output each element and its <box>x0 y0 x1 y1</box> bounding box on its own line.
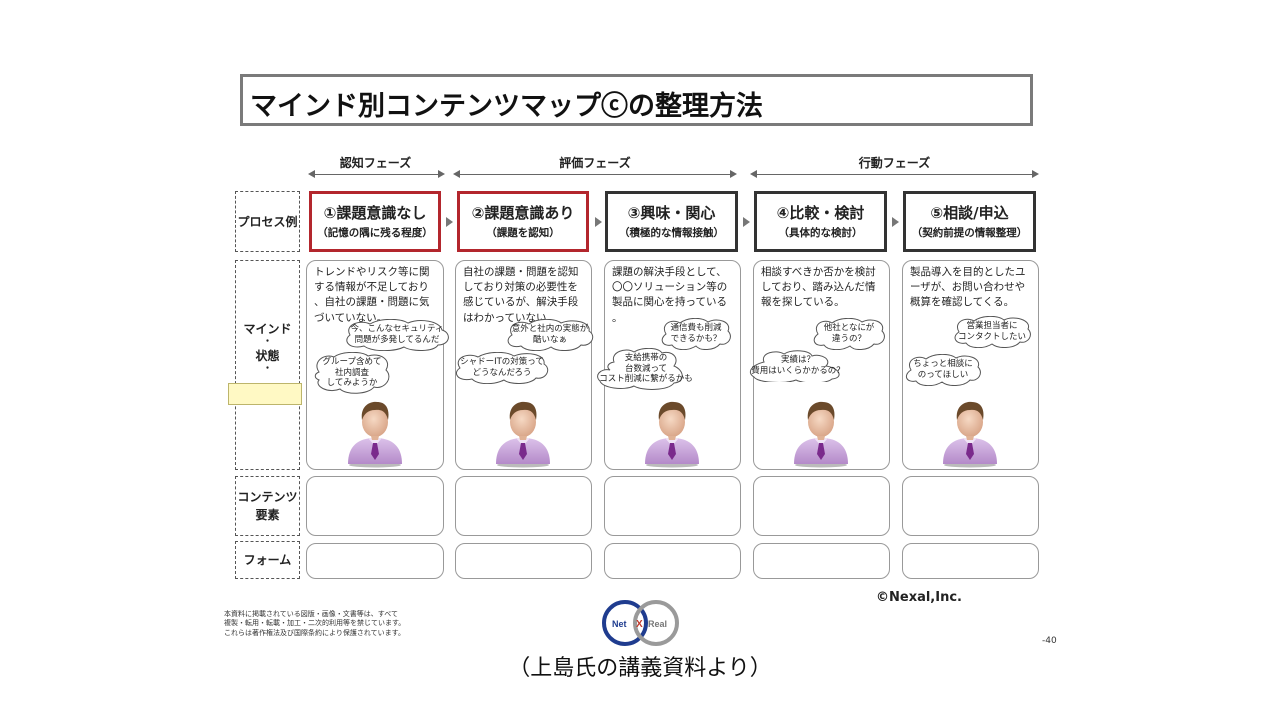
form-cell-1 <box>306 543 444 579</box>
phase-arrow-awareness <box>308 170 445 178</box>
thought-bubble: 営業担当者にコンタクトしたい <box>952 316 1032 348</box>
form-cell-5 <box>902 543 1039 579</box>
process-step-5: ⑤相談/申込 （契約前提の情報整理） <box>903 191 1036 252</box>
thought-bubble: シャドーITの対策ってどうなんだろう <box>452 352 552 384</box>
sticky-note <box>228 383 302 405</box>
row-label-form: フォーム <box>235 541 300 579</box>
process-step-1: ①課題意識なし （記憶の隅に残る程度） <box>309 191 441 252</box>
process-step-2: ②課題意識あり （課題を認知） <box>457 191 589 252</box>
process-step-4: ④比較・検討 （具体的な検討） <box>754 191 887 252</box>
process-step-sub: （課題を認知） <box>486 227 560 239</box>
person-icon <box>935 396 1005 468</box>
thought-bubble: 支給携帯の台数減ってコスト削減に繋がるかも <box>596 348 696 390</box>
svg-text:Real: Real <box>648 619 667 629</box>
content-cell-5 <box>902 476 1039 536</box>
phase-label-awareness: 認知フェーズ <box>339 156 412 170</box>
page-number: -40 <box>1042 636 1057 646</box>
arrow-right-icon <box>892 217 899 227</box>
person-icon <box>637 396 707 468</box>
thought-bubble: 他社となにが違うの？ <box>812 318 886 350</box>
page-title: マインド別コンテンツマップⓒの整理方法 <box>250 91 763 122</box>
mind-description: 自社の課題・問題を認知しており対策の必要性を感じているが、解決手段はわかっていな… <box>463 266 579 324</box>
process-step-sub: （契約前提の情報整理） <box>911 227 1028 239</box>
content-cell-4 <box>753 476 890 536</box>
mind-description: トレンドやリスク等に関する情報が不足しており、自社の課題・問題に気づいていない。 <box>314 266 430 324</box>
process-step-sub: （具体的な検討） <box>778 227 863 239</box>
person-icon <box>786 396 856 468</box>
phase-arrow-evaluation <box>453 170 737 178</box>
title-box <box>240 74 1033 126</box>
form-cell-4 <box>753 543 890 579</box>
footnote: 本資料に掲載されている図版・画像・文書等は、すべて複製・転用・転載・加工・二次的… <box>224 610 406 637</box>
process-step-title: ①課題意識なし <box>323 204 427 222</box>
thought-bubble: 実績は？費用はいくらかかるの？ <box>748 350 848 382</box>
person-icon <box>488 396 558 468</box>
arrow-right-icon <box>446 217 453 227</box>
process-step-3: ③興味・関心 （積極的な情報接触） <box>605 191 738 252</box>
process-step-title: ④比較・検討 <box>776 204 865 222</box>
phase-label-action: 行動フェーズ <box>858 156 931 170</box>
process-step-title: ⑤相談/申込 <box>930 204 1009 222</box>
arrow-right-icon <box>595 217 602 227</box>
row-label-process: プロセス例 <box>235 191 300 252</box>
process-step-title: ②課題意識あり <box>471 204 575 222</box>
form-cell-3 <box>604 543 741 579</box>
mind-description: 課題の解決手段として、〇〇ソリューション等の製品に関心を持っている。 <box>612 266 728 324</box>
phase-arrow-action <box>750 170 1039 178</box>
mind-description: 相談すべきか否かを検討しており、踏み込んだ情報を探している。 <box>761 266 876 309</box>
phase-label-evaluation: 評価フェーズ <box>559 156 631 170</box>
content-cell-2 <box>455 476 592 536</box>
process-step-sub: （記憶の隅に残る程度） <box>317 227 433 239</box>
copyright: ©Nexal,Inc. <box>876 590 962 605</box>
row-label-content: コンテンツ要素 <box>235 476 300 536</box>
arrow-right-icon <box>743 217 750 227</box>
content-cell-1 <box>306 476 444 536</box>
thought-bubble: 意外と社内の実態が酷いなぁ <box>505 319 595 351</box>
caption: （上島氏の講義資料より） <box>508 656 772 681</box>
thought-bubble: 通信費も削減できるかも？ <box>660 318 732 350</box>
thought-bubble: ちょっと相談にのってほしい <box>904 354 982 386</box>
thought-bubble: グループ含めて社内調査してみようか <box>312 352 392 394</box>
process-step-sub: （積極的な情報接触） <box>619 227 724 239</box>
process-step-title: ③興味・関心 <box>627 204 716 222</box>
netreal-logo: Net X Real <box>602 600 679 646</box>
person-icon <box>340 396 410 468</box>
form-cell-2 <box>455 543 592 579</box>
row-label-mind: マインド ・ 状態 ・ <box>235 260 300 470</box>
thought-bubble: 今、こんなセキュリティ問題が多発してるんだ <box>342 319 452 351</box>
svg-text:Net: Net <box>612 619 627 629</box>
mind-description: 製品導入を目的としたユーザが、お問い合わせや概算を確認してくる。 <box>910 266 1026 309</box>
content-cell-3 <box>604 476 741 536</box>
svg-text:X: X <box>636 619 643 630</box>
